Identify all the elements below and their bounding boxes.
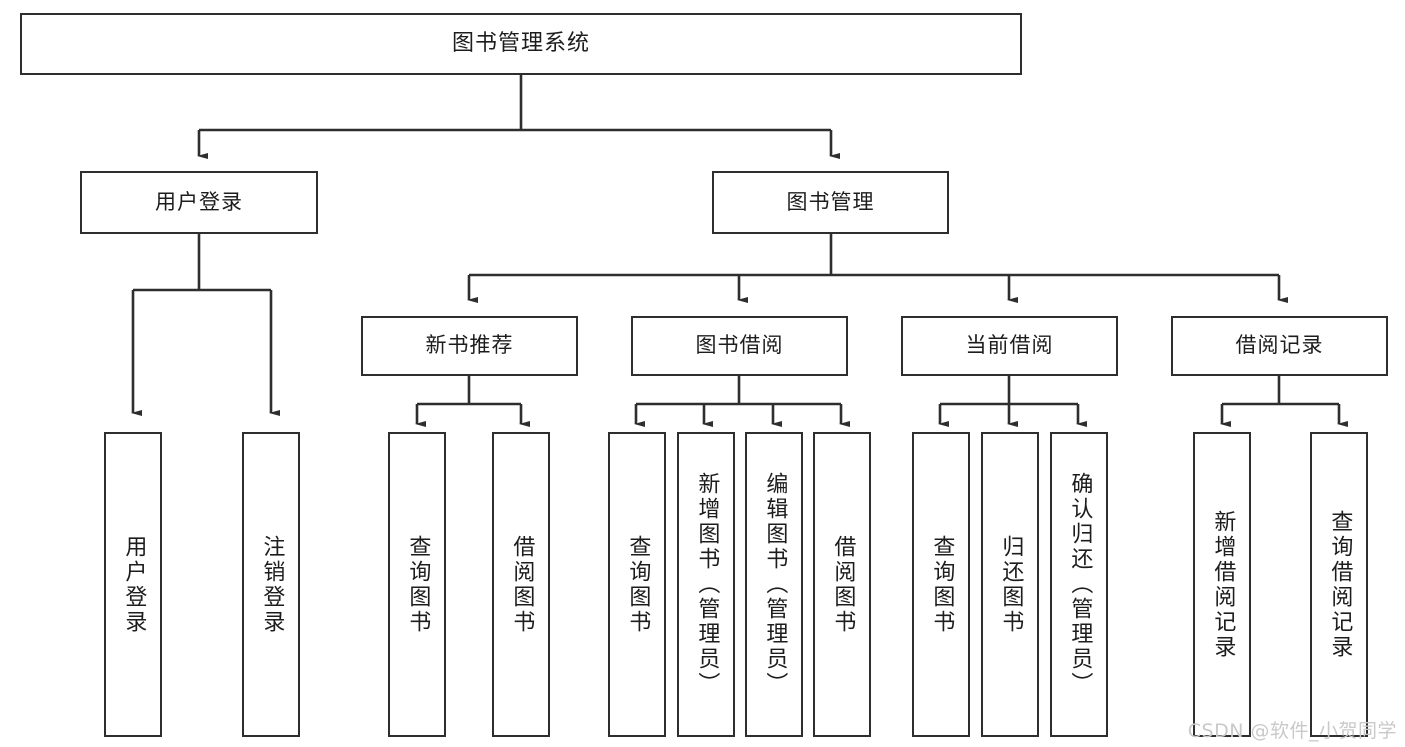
leaf-user-login[interactable]: 用户登录 [104, 432, 162, 737]
node-book-borrow[interactable]: 图书借阅 [631, 316, 848, 376]
node-label: 图书管理系统 [451, 30, 590, 56]
node-label: 归还图书 [998, 534, 1024, 635]
node-label: 借阅图书 [830, 534, 856, 635]
node-label: 图书管理 [786, 189, 875, 214]
node-user-login[interactable]: 用户登录 [80, 171, 318, 234]
watermark-text: CSDN @软件_小贺同学 [1187, 720, 1397, 742]
node-label: 查询借阅记录 [1327, 509, 1353, 660]
node-root-book-management-system[interactable]: 图书管理系统 [20, 13, 1022, 75]
node-label: 借阅图书 [509, 534, 535, 635]
leaf-query-book-current[interactable]: 查询图书 [912, 432, 970, 737]
node-label: 当前借阅 [965, 333, 1054, 358]
node-label: 用户登录 [121, 534, 147, 635]
node-label: 借阅记录 [1235, 333, 1324, 358]
node-label: 新增借阅记录 [1210, 509, 1236, 660]
node-label: 查询图书 [929, 534, 955, 635]
node-label: 确认归还（管理员） [1067, 472, 1093, 697]
node-label: 用户登录 [155, 189, 243, 214]
node-book-management[interactable]: 图书管理 [712, 171, 949, 234]
node-label: 编辑图书（管理员） [762, 472, 788, 697]
leaf-return-book[interactable]: 归还图书 [981, 432, 1039, 737]
node-label: 新增图书（管理员） [694, 472, 720, 697]
leaf-query-borrow-record[interactable]: 查询借阅记录 [1310, 432, 1368, 737]
node-current-borrow[interactable]: 当前借阅 [901, 316, 1118, 376]
node-label: 注销登录 [259, 534, 285, 635]
node-borrow-record[interactable]: 借阅记录 [1171, 316, 1388, 376]
leaf-query-book-borrow[interactable]: 查询图书 [608, 432, 666, 737]
leaf-add-book-admin[interactable]: 新增图书（管理员） [677, 432, 735, 737]
node-label: 新书推荐 [425, 333, 514, 358]
leaf-borrow-book[interactable]: 借阅图书 [813, 432, 871, 737]
node-label: 查询图书 [625, 534, 651, 635]
node-label: 图书借阅 [695, 333, 784, 358]
node-new-book-recommend[interactable]: 新书推荐 [361, 316, 578, 376]
leaf-confirm-return-admin[interactable]: 确认归还（管理员） [1050, 432, 1108, 737]
leaf-add-borrow-record[interactable]: 新增借阅记录 [1193, 432, 1251, 737]
leaf-logout[interactable]: 注销登录 [242, 432, 300, 737]
leaf-borrow-book-recommend[interactable]: 借阅图书 [492, 432, 550, 737]
leaf-query-book-recommend[interactable]: 查询图书 [388, 432, 446, 737]
leaf-edit-book-admin[interactable]: 编辑图书（管理员） [745, 432, 803, 737]
node-label: 查询图书 [405, 534, 431, 635]
